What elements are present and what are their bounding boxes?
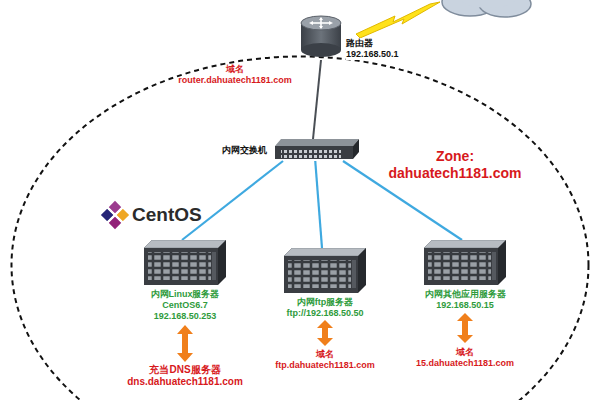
cloud [442, 0, 531, 17]
server-label: 内网Linux服务器 [151, 289, 220, 300]
server-icon [424, 240, 506, 286]
lightning-bolt [356, 2, 440, 38]
server-node: 内网ftp服务器ftp://192.168.50.50 [260, 248, 390, 319]
dashed-ellipse [10, 55, 590, 400]
domain-label: 15.dahuatech1181.com [416, 358, 514, 369]
network-link [182, 161, 283, 240]
domain-label: 充当DNS服务器 [149, 364, 220, 376]
domain-label: ftp.dahuatech1181.com [275, 360, 375, 371]
zone-title: Zone: dahuatech1181.com [375, 148, 535, 182]
server-label: 192.168.50.15 [436, 300, 494, 311]
network-link [315, 161, 322, 248]
ip-address: 192.168.50.1 [346, 49, 399, 60]
device-name: 路由器 [346, 38, 399, 49]
server-label: ftp://192.168.50.50 [286, 308, 363, 319]
switch-icon [273, 139, 359, 161]
double-arrow [457, 313, 473, 343]
server-node: 内网Linux服务器CentOS6.7192.168.50.253 [125, 240, 245, 322]
logo-text: CentOS [132, 204, 202, 226]
server-label: 内网其他应用服务器 [425, 289, 506, 300]
server-icon [284, 248, 366, 294]
server-node: 内网其他应用服务器192.168.50.15 [400, 240, 530, 311]
domain-label: router.dahuatech1181.com [178, 75, 292, 86]
router-text: 路由器192.168.50.1 [346, 14, 399, 60]
domain-label: 域名 [316, 349, 334, 360]
router-icon [299, 14, 343, 60]
domain-label: 域名 [456, 347, 474, 358]
centos-logo [98, 198, 132, 232]
device-name: 内网交换机 [222, 145, 267, 156]
server-label: 192.168.50.253 [154, 311, 217, 322]
domain-label: dns.dahuatech1181.com [127, 376, 243, 388]
double-arrow [177, 325, 193, 362]
server-label: CentOS6.7 [162, 300, 208, 311]
server-label: 内网ftp服务器 [297, 297, 354, 308]
domain-label: 域名 [226, 64, 244, 75]
double-arrow [317, 320, 333, 346]
router-node: 路由器192.168.50.1 [299, 14, 399, 60]
switch-node: 内网交换机 [222, 139, 359, 161]
network-link [313, 60, 321, 139]
zone-ellipse: Zone: dahuatech1181.com内网交换机内网Linux服务器Ce… [10, 55, 590, 400]
server-icon [144, 240, 226, 286]
